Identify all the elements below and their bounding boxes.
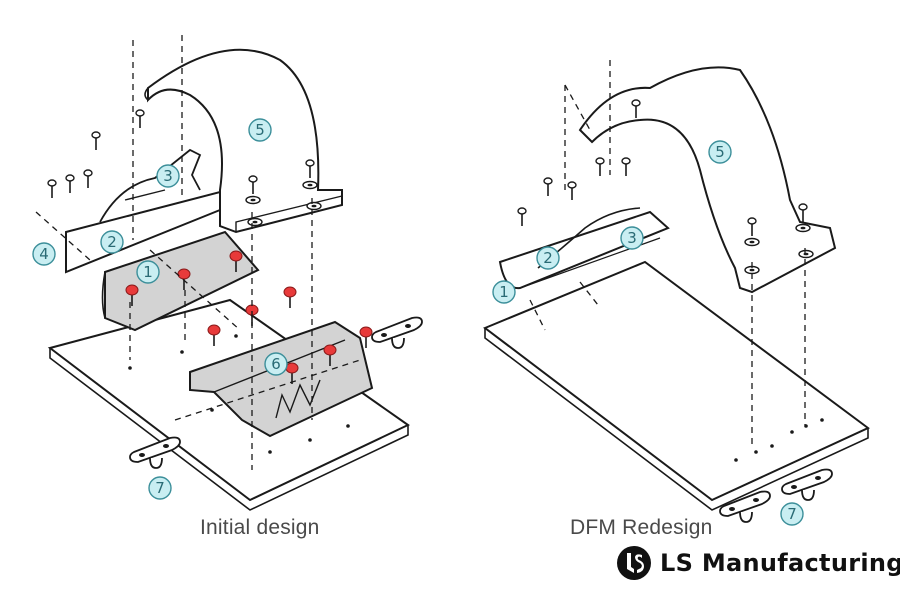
brand-logo: LS Manufacturing [616, 544, 900, 582]
grey-plate-part [104, 230, 260, 332]
callout-label: 1 [499, 283, 509, 301]
callout-label: 4 [39, 245, 49, 263]
callout-label: 5 [255, 121, 265, 139]
initial-design-caption: Initial design [200, 516, 320, 539]
redesign-caption: DFM Redesign [570, 516, 713, 539]
callout-2 [100, 230, 124, 254]
brand-name: LS Manufacturing [660, 549, 900, 577]
initial-design-drawing [35, 35, 423, 511]
callout-label: 3 [627, 229, 637, 247]
callout-label: 2 [107, 233, 117, 251]
callout-7 [780, 502, 804, 526]
callout-label: 7 [787, 505, 797, 523]
callout-2 [536, 246, 560, 270]
callout-7 [148, 476, 172, 500]
callout-1 [492, 280, 516, 304]
hood-part [578, 66, 837, 294]
redesign-drawing [483, 60, 870, 523]
callout-6 [264, 352, 288, 376]
callout-label: 2 [543, 249, 553, 267]
callout-label: 5 [715, 143, 725, 161]
ls-logo-icon [617, 546, 651, 580]
hood-part [147, 48, 343, 234]
bracket-part [65, 190, 221, 274]
callout-5 [248, 118, 272, 142]
callout-label: 3 [163, 167, 173, 185]
callout-3 [620, 226, 644, 250]
callout-5 [708, 140, 732, 164]
callout-label: 1 [143, 263, 153, 281]
callout-3 [156, 164, 180, 188]
callout-label: 7 [155, 479, 165, 497]
callout-1 [136, 260, 160, 284]
callout-4 [32, 242, 56, 266]
callout-label: 6 [271, 355, 281, 373]
